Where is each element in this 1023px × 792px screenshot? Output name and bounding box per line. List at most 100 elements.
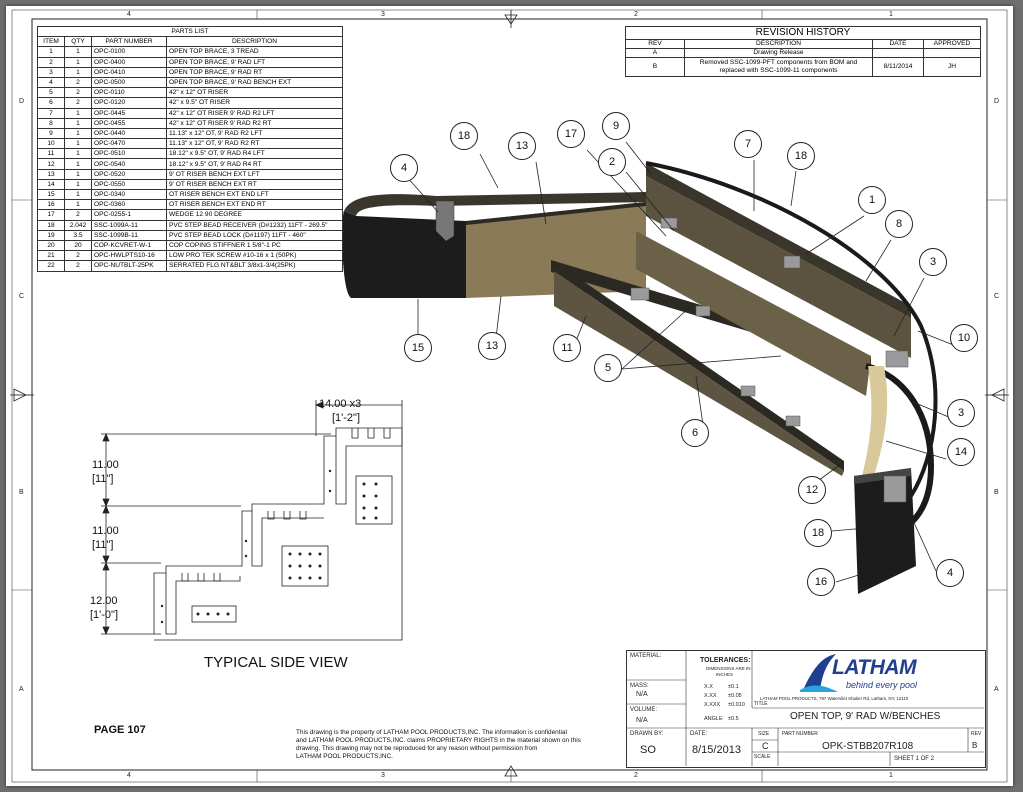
- parts-item-cell: 3: [37, 66, 65, 78]
- parts-item-cell: 9: [37, 127, 65, 140]
- parts-number-cell: SSC-1099B-11: [91, 229, 167, 241]
- volume-value: N/A: [636, 717, 648, 724]
- parts-item-cell: 16: [37, 199, 65, 211]
- parts-description-cell: 9' OT RISER BENCH EXT LFT: [166, 168, 343, 180]
- angle-value: ±0.5: [728, 716, 739, 722]
- parts-item-cell: 15: [37, 188, 65, 201]
- parts-number-cell: OPC-0360: [91, 199, 167, 211]
- zone-left-b: B: [19, 489, 24, 496]
- parts-description-cell: LOW PRO TEK SCREW #10-16 x 1 (50PK): [166, 250, 343, 262]
- parts-qty-cell: 2: [64, 76, 92, 89]
- balloon-7: 7: [734, 130, 762, 158]
- parts-number-cell: OPC-HWLPTS10-16: [91, 250, 167, 262]
- rev-label: REV: [971, 731, 982, 737]
- parts-header-part-number: PART NUMBER: [91, 36, 167, 48]
- parts-description-cell: 42" x 12" OT RISER 9' RAD R2 LFT: [166, 107, 343, 119]
- balloon-5: 5: [594, 354, 622, 382]
- zone-right-a: A: [994, 686, 999, 693]
- tolerances-label: TOLERANCES:: [700, 657, 751, 664]
- rev-cell: [872, 48, 924, 58]
- parts-number-cell: OPC-0340: [91, 188, 167, 201]
- zone-left-d: D: [19, 98, 25, 105]
- balloon-12: 12: [798, 476, 826, 504]
- parts-item-cell: 1: [37, 46, 65, 58]
- rev-cell: Removed SSC-1099-PFT components from BOM…: [684, 57, 873, 77]
- parts-qty-cell: 1: [64, 148, 92, 160]
- side-view-drawing: [101, 400, 403, 641]
- parts-number-cell: OPC-0455: [91, 117, 167, 129]
- balloon-6: 6: [681, 419, 709, 447]
- title-block: [626, 650, 986, 768]
- parts-item-cell: 18: [37, 219, 65, 231]
- parts-qty-cell: 1: [64, 46, 92, 58]
- page-label: PAGE 107: [94, 724, 146, 736]
- size-label: SIZE: [758, 731, 770, 737]
- parts-item-cell: 2: [37, 56, 65, 68]
- balloon-16: 16: [807, 568, 835, 596]
- parts-qty-cell: 1: [64, 127, 92, 140]
- balloon-13: 13: [478, 332, 506, 360]
- balloon-3: 3: [919, 248, 947, 276]
- parts-qty-cell: 2: [64, 97, 92, 109]
- parts-qty-cell: 1: [64, 107, 92, 119]
- part-number-label: PART NUMBER: [782, 731, 818, 737]
- parts-number-cell: OPC-0400: [91, 56, 167, 68]
- balloon-11: 11: [553, 334, 581, 362]
- parts-qty-cell: 1: [64, 66, 92, 78]
- notice-line: drawing. This drawing may not be reprodu…: [296, 745, 538, 752]
- revision-row: A Drawing Release: [625, 48, 981, 58]
- scale-label: SCALE: [754, 754, 771, 760]
- zone-right-d: D: [994, 98, 1000, 105]
- parts-description-cell: SERRATED FLG NT&BLT 3/8x1-3/4(25PK): [166, 260, 343, 272]
- material-label: MATERIAL:: [630, 653, 662, 659]
- dim-1-label: 11.00: [92, 459, 119, 471]
- parts-header-description: DESCRIPTION: [166, 36, 343, 48]
- sheet-count: SHEET 1 OF 2: [894, 756, 934, 762]
- balloon-14: 14: [947, 438, 975, 466]
- parts-description-cell: PVC STEP BEAD RECEIVER (D#1232) 11FT - 2…: [166, 219, 343, 231]
- tolerances-sub: DIMENSIONS ARE IN: [706, 666, 751, 671]
- rev-cell: 8/11/2014: [872, 57, 924, 77]
- parts-description-cell: 18.12" x 9.5" OT, 9' RAD R4 LFT: [166, 148, 343, 160]
- parts-item-cell: 8: [37, 117, 65, 129]
- zone-right-c: C: [994, 293, 1000, 300]
- balloon-2: 2: [598, 148, 626, 176]
- parts-number-cell: OPC-0470: [91, 138, 167, 150]
- size-value: C: [762, 741, 769, 751]
- parts-description-cell: OPEN TOP BRACE, 9' RAD BENCH EXT: [166, 76, 343, 89]
- zone-bottom-4: 4: [127, 772, 131, 779]
- rev-value: B: [972, 741, 978, 750]
- parts-qty-cell: 1: [64, 138, 92, 150]
- parts-number-cell: COP-KCVRET-W-1: [91, 239, 167, 252]
- balloon-17: 17: [557, 120, 585, 148]
- tol-xxx: X.XXX: [704, 702, 721, 708]
- parts-item-cell: 5: [37, 87, 65, 99]
- tol-x-value: ±0.1: [728, 684, 739, 690]
- drawn-by-value: SO: [640, 744, 656, 756]
- revision-history-table: REVISION HISTORY REV DESCRIPTION DATE AP…: [625, 26, 981, 77]
- balloon-18: 18: [804, 519, 832, 547]
- parts-item-cell: 19: [37, 229, 65, 241]
- rev-cell: [923, 48, 981, 58]
- parts-description-cell: OPEN TOP BRACE, 9' RAD LFT: [166, 56, 343, 68]
- latham-logo: [800, 654, 838, 692]
- parts-number-cell: OPC-0440: [91, 127, 167, 140]
- date-label: DATE:: [690, 731, 708, 737]
- parts-number-cell: OPC-0520: [91, 168, 167, 180]
- logo-wordmark: LATHAM: [832, 656, 917, 679]
- parts-number-cell: OPC-0410: [91, 66, 167, 78]
- parts-number-cell: SSC-1099A-11: [91, 219, 167, 231]
- volume-label: VOLUME:: [630, 707, 658, 713]
